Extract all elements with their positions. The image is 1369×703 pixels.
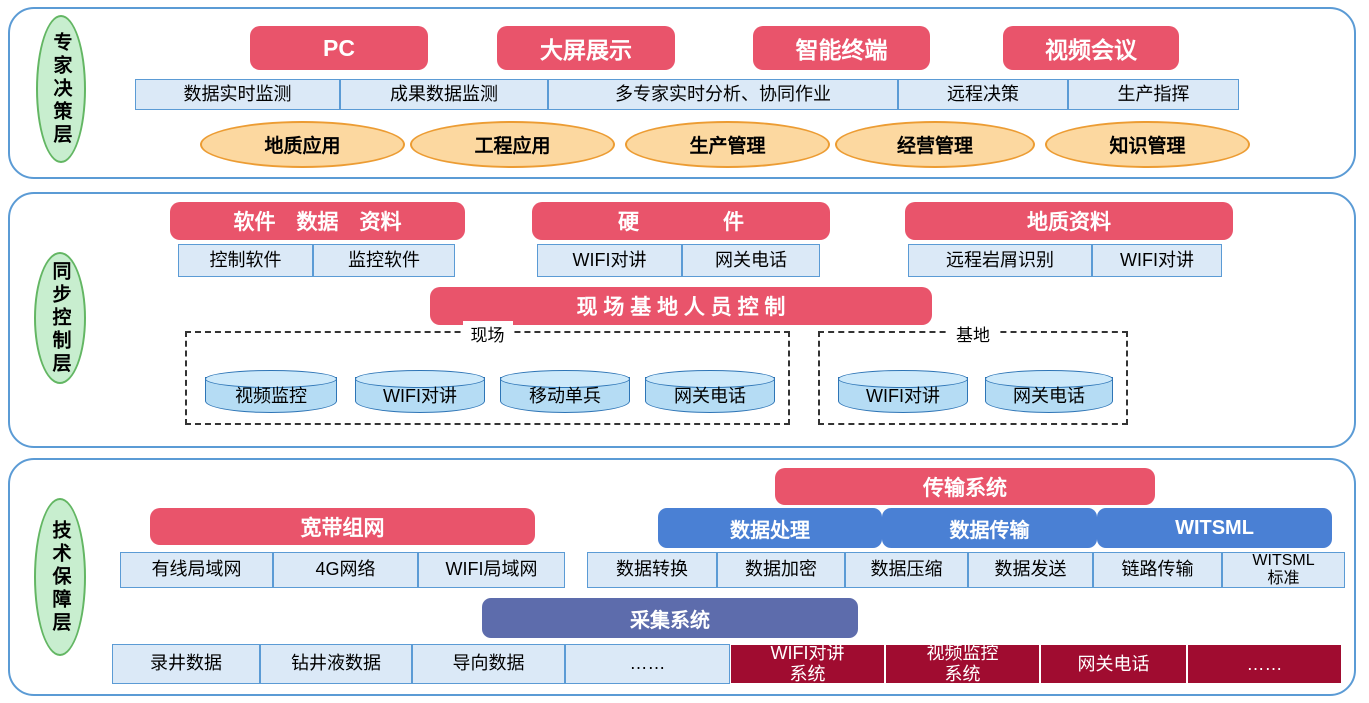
- cylinder-gateway-phone-base: 网关电话: [985, 370, 1113, 413]
- cylinder-gateway-phone: 网关电话: [645, 370, 775, 413]
- data-cell-witsml-standard: WITSML 标准: [1222, 552, 1345, 588]
- geodata-cell: 远程岩屑识别: [908, 244, 1092, 277]
- control-bar: 现 场 基 地 人 员 控 制: [430, 287, 932, 325]
- layer-label-expert: 专家决策层: [36, 15, 86, 163]
- transmission-system-title: 传输系统: [775, 468, 1155, 505]
- data-cell: 链路传输: [1093, 552, 1222, 588]
- app-ellipse-geology: 地质应用: [200, 121, 405, 168]
- broadband-network-title: 宽带组网: [150, 508, 535, 545]
- software-cell: 监控软件: [313, 244, 455, 277]
- system-cell-more: ……: [1187, 644, 1342, 684]
- cylinder-mobile-unit: 移动单兵: [500, 370, 630, 413]
- cylinder-label: WIFI对讲: [383, 386, 457, 406]
- base-group-label: 基地: [948, 321, 998, 346]
- data-cell: 数据压缩: [845, 552, 968, 588]
- source-cell: 导向数据: [412, 644, 565, 684]
- module-data-transfer: 数据传输: [882, 508, 1097, 548]
- data-cell: 数据发送: [968, 552, 1093, 588]
- base-group: 基地: [818, 321, 1128, 425]
- group-title-hardware: 硬 件: [532, 202, 830, 240]
- device-pc: PC: [250, 26, 428, 70]
- function-cell: 多专家实时分析、协同作业: [548, 79, 898, 110]
- system-cell-gateway-phone: 网关电话: [1040, 644, 1187, 684]
- network-cell: WIFI局域网: [418, 552, 565, 588]
- cylinder-label: 网关电话: [1013, 386, 1085, 406]
- cylinder-wifi-intercom-base: WIFI对讲: [838, 370, 968, 413]
- hardware-cell: WIFI对讲: [537, 244, 682, 277]
- site-group-label: 现场: [462, 321, 513, 346]
- device-video-conference: 视频会议: [1003, 26, 1179, 70]
- site-group: 现场: [185, 321, 790, 425]
- function-cell: 成果数据监测: [340, 79, 548, 110]
- network-cell: 有线局域网: [120, 552, 273, 588]
- app-ellipse-production: 生产管理: [625, 121, 830, 168]
- app-ellipse-knowledge: 知识管理: [1045, 121, 1250, 168]
- cylinder-label: 视频监控: [235, 386, 307, 406]
- device-smart-terminal: 智能终端: [753, 26, 930, 70]
- collection-system-title: 采集系统: [482, 598, 858, 638]
- data-cell: 数据加密: [717, 552, 845, 588]
- cylinder-label: 网关电话: [674, 386, 746, 406]
- module-data-processing: 数据处理: [658, 508, 882, 548]
- function-cell: 生产指挥: [1068, 79, 1239, 110]
- function-cell: 远程决策: [898, 79, 1068, 110]
- geodata-cell: WIFI对讲: [1092, 244, 1222, 277]
- app-ellipse-engineering: 工程应用: [410, 121, 615, 168]
- cylinder-video-monitor: 视频监控: [205, 370, 337, 413]
- cylinder-wifi-intercom: WIFI对讲: [355, 370, 485, 413]
- source-cell: 录井数据: [112, 644, 260, 684]
- network-cell: 4G网络: [273, 552, 418, 588]
- app-ellipse-operation: 经营管理: [835, 121, 1035, 168]
- hardware-cell: 网关电话: [682, 244, 820, 277]
- cylinder-label: 移动单兵: [529, 386, 601, 406]
- module-witsml: WITSML: [1097, 508, 1332, 548]
- system-cell-wifi-intercom: WIFI对讲 系统: [730, 643, 885, 684]
- source-cell-more: ……: [565, 644, 730, 684]
- layer-label-sync: 同步控制层: [34, 252, 86, 384]
- system-cell-video-monitor: 视频监控 系统: [885, 643, 1040, 684]
- software-cell: 控制软件: [178, 244, 313, 277]
- function-cell: 数据实时监测: [135, 79, 340, 110]
- group-title-software: 软件 数据 资料: [170, 202, 465, 240]
- cylinder-label: WIFI对讲: [866, 386, 940, 406]
- source-cell: 钻井液数据: [260, 644, 412, 684]
- layer-label-tech: 技术保障层: [34, 498, 86, 656]
- data-cell: 数据转换: [587, 552, 717, 588]
- group-title-geodata: 地质资料: [905, 202, 1233, 240]
- device-big-screen: 大屏展示: [497, 26, 675, 70]
